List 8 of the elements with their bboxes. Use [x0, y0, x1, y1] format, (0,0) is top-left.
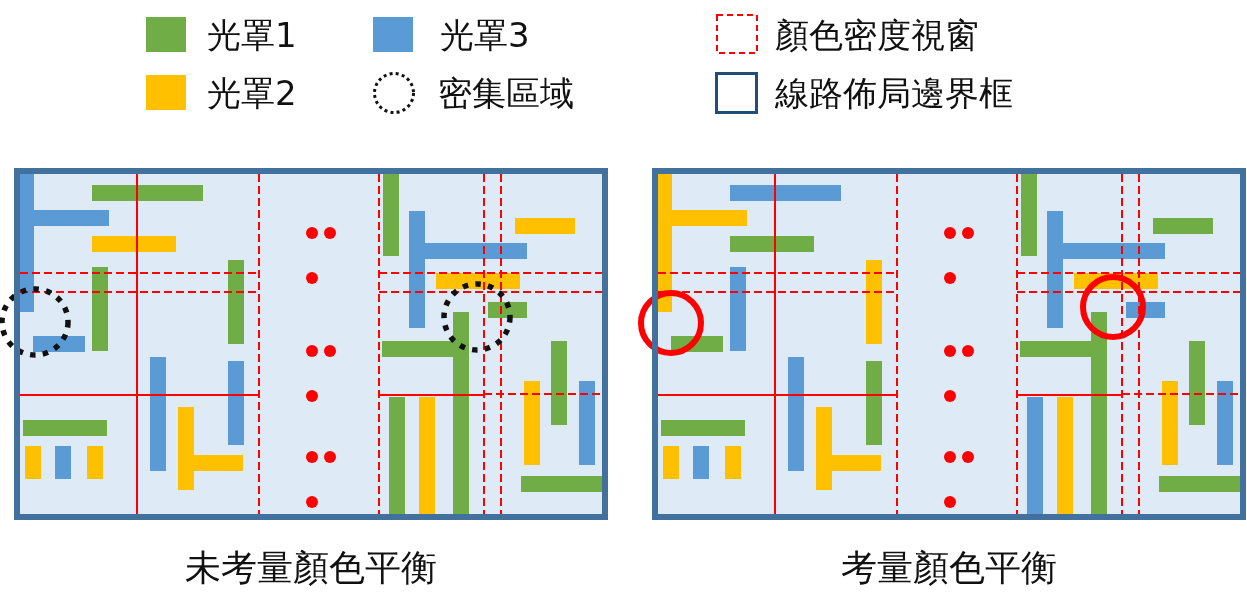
legend-label: 線路佈局邊界框	[775, 72, 1013, 114]
legend-label: 密集區域	[438, 72, 574, 114]
legend-label: 光罩1	[207, 14, 297, 56]
legend-label: 顏色密度視窗	[775, 14, 979, 56]
legend-label: 光罩3	[440, 14, 530, 56]
panel-caption: 未考量顏色平衡	[185, 546, 437, 590]
panel-caption: 考量顏色平衡	[841, 546, 1057, 590]
legend-label: 光罩2	[207, 72, 297, 114]
